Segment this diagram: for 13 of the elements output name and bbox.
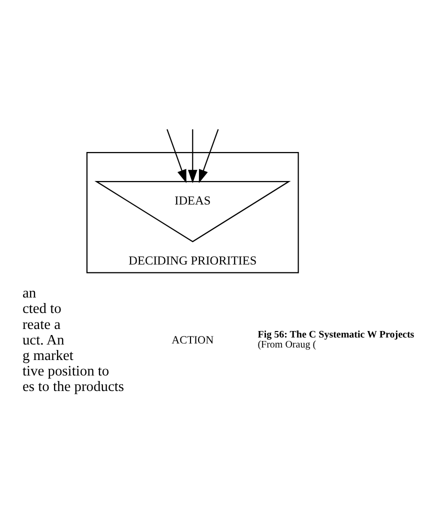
label: Fig 56: The C Systematic W Projects — [257, 328, 414, 340]
label: an — [22, 285, 36, 302]
label: ACTION — [171, 334, 214, 346]
label: (From Oraug ( — [257, 338, 316, 350]
label: reate a — [22, 316, 60, 332]
label: uct. An — [22, 332, 64, 348]
arrow — [166, 128, 186, 183]
label: cted to — [22, 300, 61, 317]
arrow — [198, 128, 218, 183]
label: g market — [22, 347, 73, 364]
label: es to the products — [22, 378, 124, 395]
arrow — [187, 128, 197, 183]
label: tive position to — [22, 363, 109, 380]
